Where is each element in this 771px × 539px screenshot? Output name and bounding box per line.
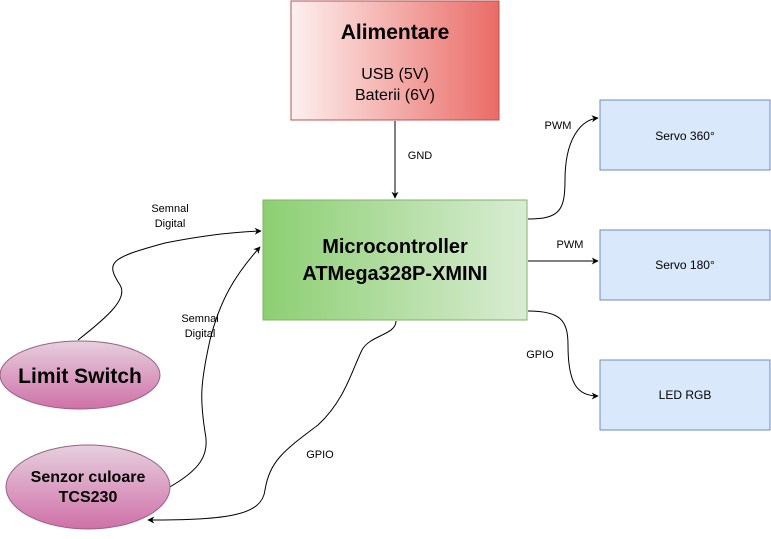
limit-ellipse <box>0 340 161 410</box>
label-gnd: GND <box>408 150 433 162</box>
label-gpio-sensor: GPIO <box>306 449 334 461</box>
edge-mcu-to-led[interactable] <box>527 310 599 400</box>
node-servo180[interactable]: Servo 180° <box>599 229 771 301</box>
power-title: Alimentare <box>341 21 450 44</box>
label-sensor-signal-2: Digital <box>185 328 216 340</box>
label-pwm-servo360: PWM <box>545 120 572 132</box>
sensor-line2: TCS230 <box>59 489 118 506</box>
edge-mcu-to-servo360[interactable] <box>527 115 599 220</box>
node-led[interactable]: LED RGB <box>599 359 771 431</box>
node-mcu[interactable]: Microcontroller ATMega328P-XMINI <box>262 199 528 321</box>
node-power[interactable]: Alimentare USB (5V) Baterii (6V) <box>290 0 500 121</box>
mcu-line2: ATMega328P-XMINI <box>302 263 487 285</box>
power-line1: USB (5V) <box>361 66 429 83</box>
node-limit-switch[interactable]: Limit Switch <box>0 340 161 410</box>
servo180-label: Servo 180° <box>655 258 715 272</box>
servo360-label: Servo 360° <box>655 129 715 143</box>
power-line2: Baterii (6V) <box>355 87 435 104</box>
label-gpio-led: GPIO <box>526 349 554 361</box>
led-box <box>599 359 771 431</box>
mcu-line1: Microcontroller <box>322 236 468 258</box>
label-sensor-signal-1: Semnal <box>181 313 218 325</box>
power-box <box>290 0 500 121</box>
label-limit-signal-2: Digital <box>155 218 186 230</box>
edge-mcu-to-sensor[interactable] <box>147 320 397 524</box>
sensor-ellipse <box>5 444 171 530</box>
edge-sensor-to-mcu[interactable] <box>167 246 261 489</box>
mcu-box <box>262 199 528 321</box>
edge-labels: GND PWM PWM GPIO GPIO Semnal Digital Sem… <box>151 120 583 461</box>
node-servo360[interactable]: Servo 360° <box>599 99 771 171</box>
label-pwm-servo180: PWM <box>557 239 584 251</box>
limit-label: Limit Switch <box>18 365 142 388</box>
servo360-box <box>599 99 771 171</box>
servo180-box <box>599 229 771 301</box>
label-limit-signal-1: Semnal <box>151 203 188 215</box>
node-sensor[interactable]: Senzor culoare TCS230 <box>5 444 171 530</box>
edges <box>77 115 599 524</box>
sensor-line1: Senzor culoare <box>31 469 146 486</box>
edge-limit-to-mcu[interactable] <box>77 227 262 341</box>
led-label: LED RGB <box>659 388 712 402</box>
